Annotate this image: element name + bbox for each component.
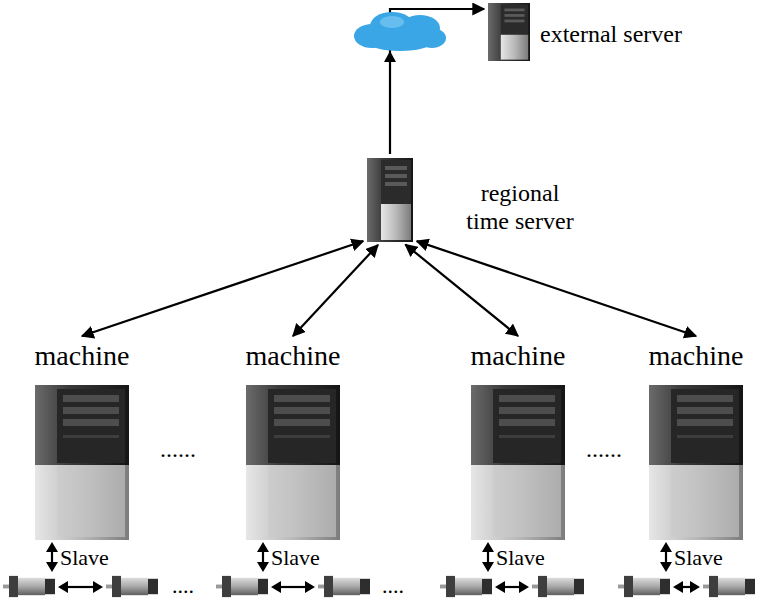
machine-icon: [246, 385, 340, 540]
machine-icon: [246, 385, 340, 540]
label-holder: regional time server: [458, 180, 582, 235]
arrowhead: [660, 542, 672, 572]
motors: [3, 576, 755, 597]
servo-motor: [216, 576, 268, 597]
servo-motor: [3, 576, 55, 597]
machine-icon: [649, 385, 743, 540]
machine-box: machine: [643, 340, 750, 540]
node-label: machine: [246, 340, 341, 372]
connector: [417, 241, 696, 336]
machine-box: machine: [29, 340, 136, 540]
arrowhead: [58, 581, 103, 593]
servo-motor: [440, 576, 492, 597]
arrowhead: [384, 51, 396, 62]
cloud-highlight: [380, 16, 404, 28]
machine-icon: [35, 385, 129, 540]
ellipsis: ....: [382, 574, 404, 598]
arrowhead: [46, 542, 58, 572]
servo-motor: [618, 576, 670, 597]
slave-links: [52, 550, 666, 566]
machine-icon: [649, 385, 743, 540]
arrowhead: [673, 581, 700, 593]
connector: [293, 245, 378, 336]
external-server: external server: [488, 3, 530, 61]
double-arrow: [503, 586, 521, 588]
machine-icon: [471, 385, 565, 540]
double-arrow: [66, 586, 95, 588]
arrowhead: [271, 581, 315, 593]
double-arrow: [279, 586, 307, 588]
motor-links: [66, 586, 692, 588]
server-icon: [488, 3, 530, 61]
arrowhead: [495, 581, 529, 593]
server-icon: [367, 158, 413, 242]
cloud-puff: [366, 31, 434, 51]
node-label: regional time server: [458, 180, 582, 235]
node-label: machine: [649, 340, 744, 372]
time-server: regional time server: [367, 158, 413, 242]
servo-motor: [532, 576, 584, 597]
ellipsis: ....: [172, 574, 194, 598]
icon-space: [649, 385, 743, 540]
machine-box: machine: [240, 340, 347, 540]
servo-motor: [106, 576, 158, 597]
slave-label: Slave: [674, 546, 723, 570]
node-label: machine: [35, 340, 130, 372]
arrowheads: [58, 581, 700, 593]
cloud: [354, 12, 446, 62]
icon-space: [35, 385, 129, 540]
slave-label: Slave: [60, 546, 109, 570]
machine-icon: [471, 385, 565, 540]
icon-space: [471, 385, 565, 540]
ellipsis: ......: [586, 436, 622, 462]
ellipsis: ......: [160, 436, 196, 462]
machine-box: machine: [465, 340, 572, 540]
servo-motor: [318, 576, 370, 597]
arrowhead: [482, 542, 494, 572]
node-label: external server: [540, 21, 682, 49]
connector: [405, 245, 518, 336]
connector: [82, 241, 363, 336]
machine-icon: [35, 385, 129, 540]
slave-label: Slave: [271, 546, 320, 570]
label-holder: external server: [540, 21, 682, 49]
arrowheads: [46, 542, 672, 572]
slave-label: Slave: [496, 546, 545, 570]
node-label: machine: [471, 340, 566, 372]
server-icon: [367, 158, 413, 242]
server-icon: [488, 3, 530, 61]
icon-space: [246, 385, 340, 540]
arrowhead: [257, 542, 269, 572]
connector: [390, 9, 484, 154]
servo-motor: [703, 576, 755, 597]
